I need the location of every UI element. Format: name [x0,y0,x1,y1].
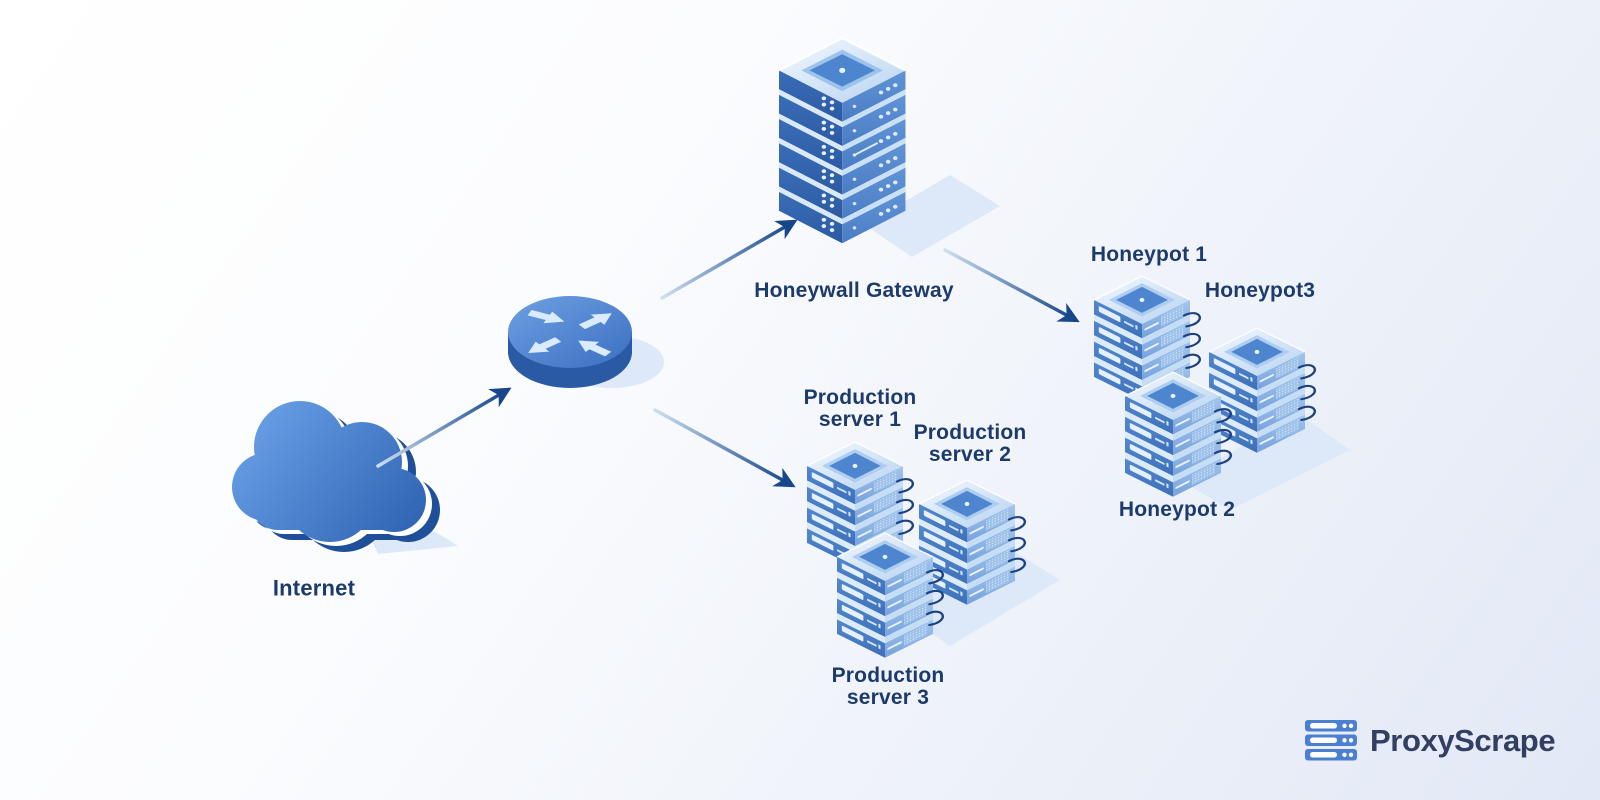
logo-text: ProxyScrape [1370,722,1556,758]
production1-label-line1: Production [803,385,917,409]
honeywall-gateway-label: Honeywall Gateway [754,278,954,302]
server-rack-icon [1305,720,1357,761]
internet-label: Internet [272,575,356,601]
honeywall-gateway-server-stack-icon [779,38,905,243]
router-icon [508,296,632,388]
honeypot3-label: Honeypot3 [1204,278,1316,302]
production3-label: Production server 3 [831,663,945,710]
production3-label-line1: Production [831,663,945,687]
arrow-internet-to-router [376,387,512,468]
production1-label-line2: server 1 [818,408,902,431]
honeypot2-label: Honeypot 2 [1118,497,1236,521]
production2-label-line1: Production [913,420,1027,444]
arrow-gateway-to-honeypots [943,248,1080,323]
honeypot1-label: Honeypot 1 [1090,242,1208,266]
arrow-router-to-production [653,408,796,488]
production2-label-line2: server 2 [928,443,1012,466]
production1-label: Production server 1 [803,385,917,432]
production2-label: Production server 2 [913,420,1027,467]
production3-label-line2: server 3 [846,686,930,709]
cloud-icon [232,401,440,552]
proxyscrape-logo: ProxyScrape [1303,720,1556,761]
arrow-router-to-gateway [660,219,798,300]
